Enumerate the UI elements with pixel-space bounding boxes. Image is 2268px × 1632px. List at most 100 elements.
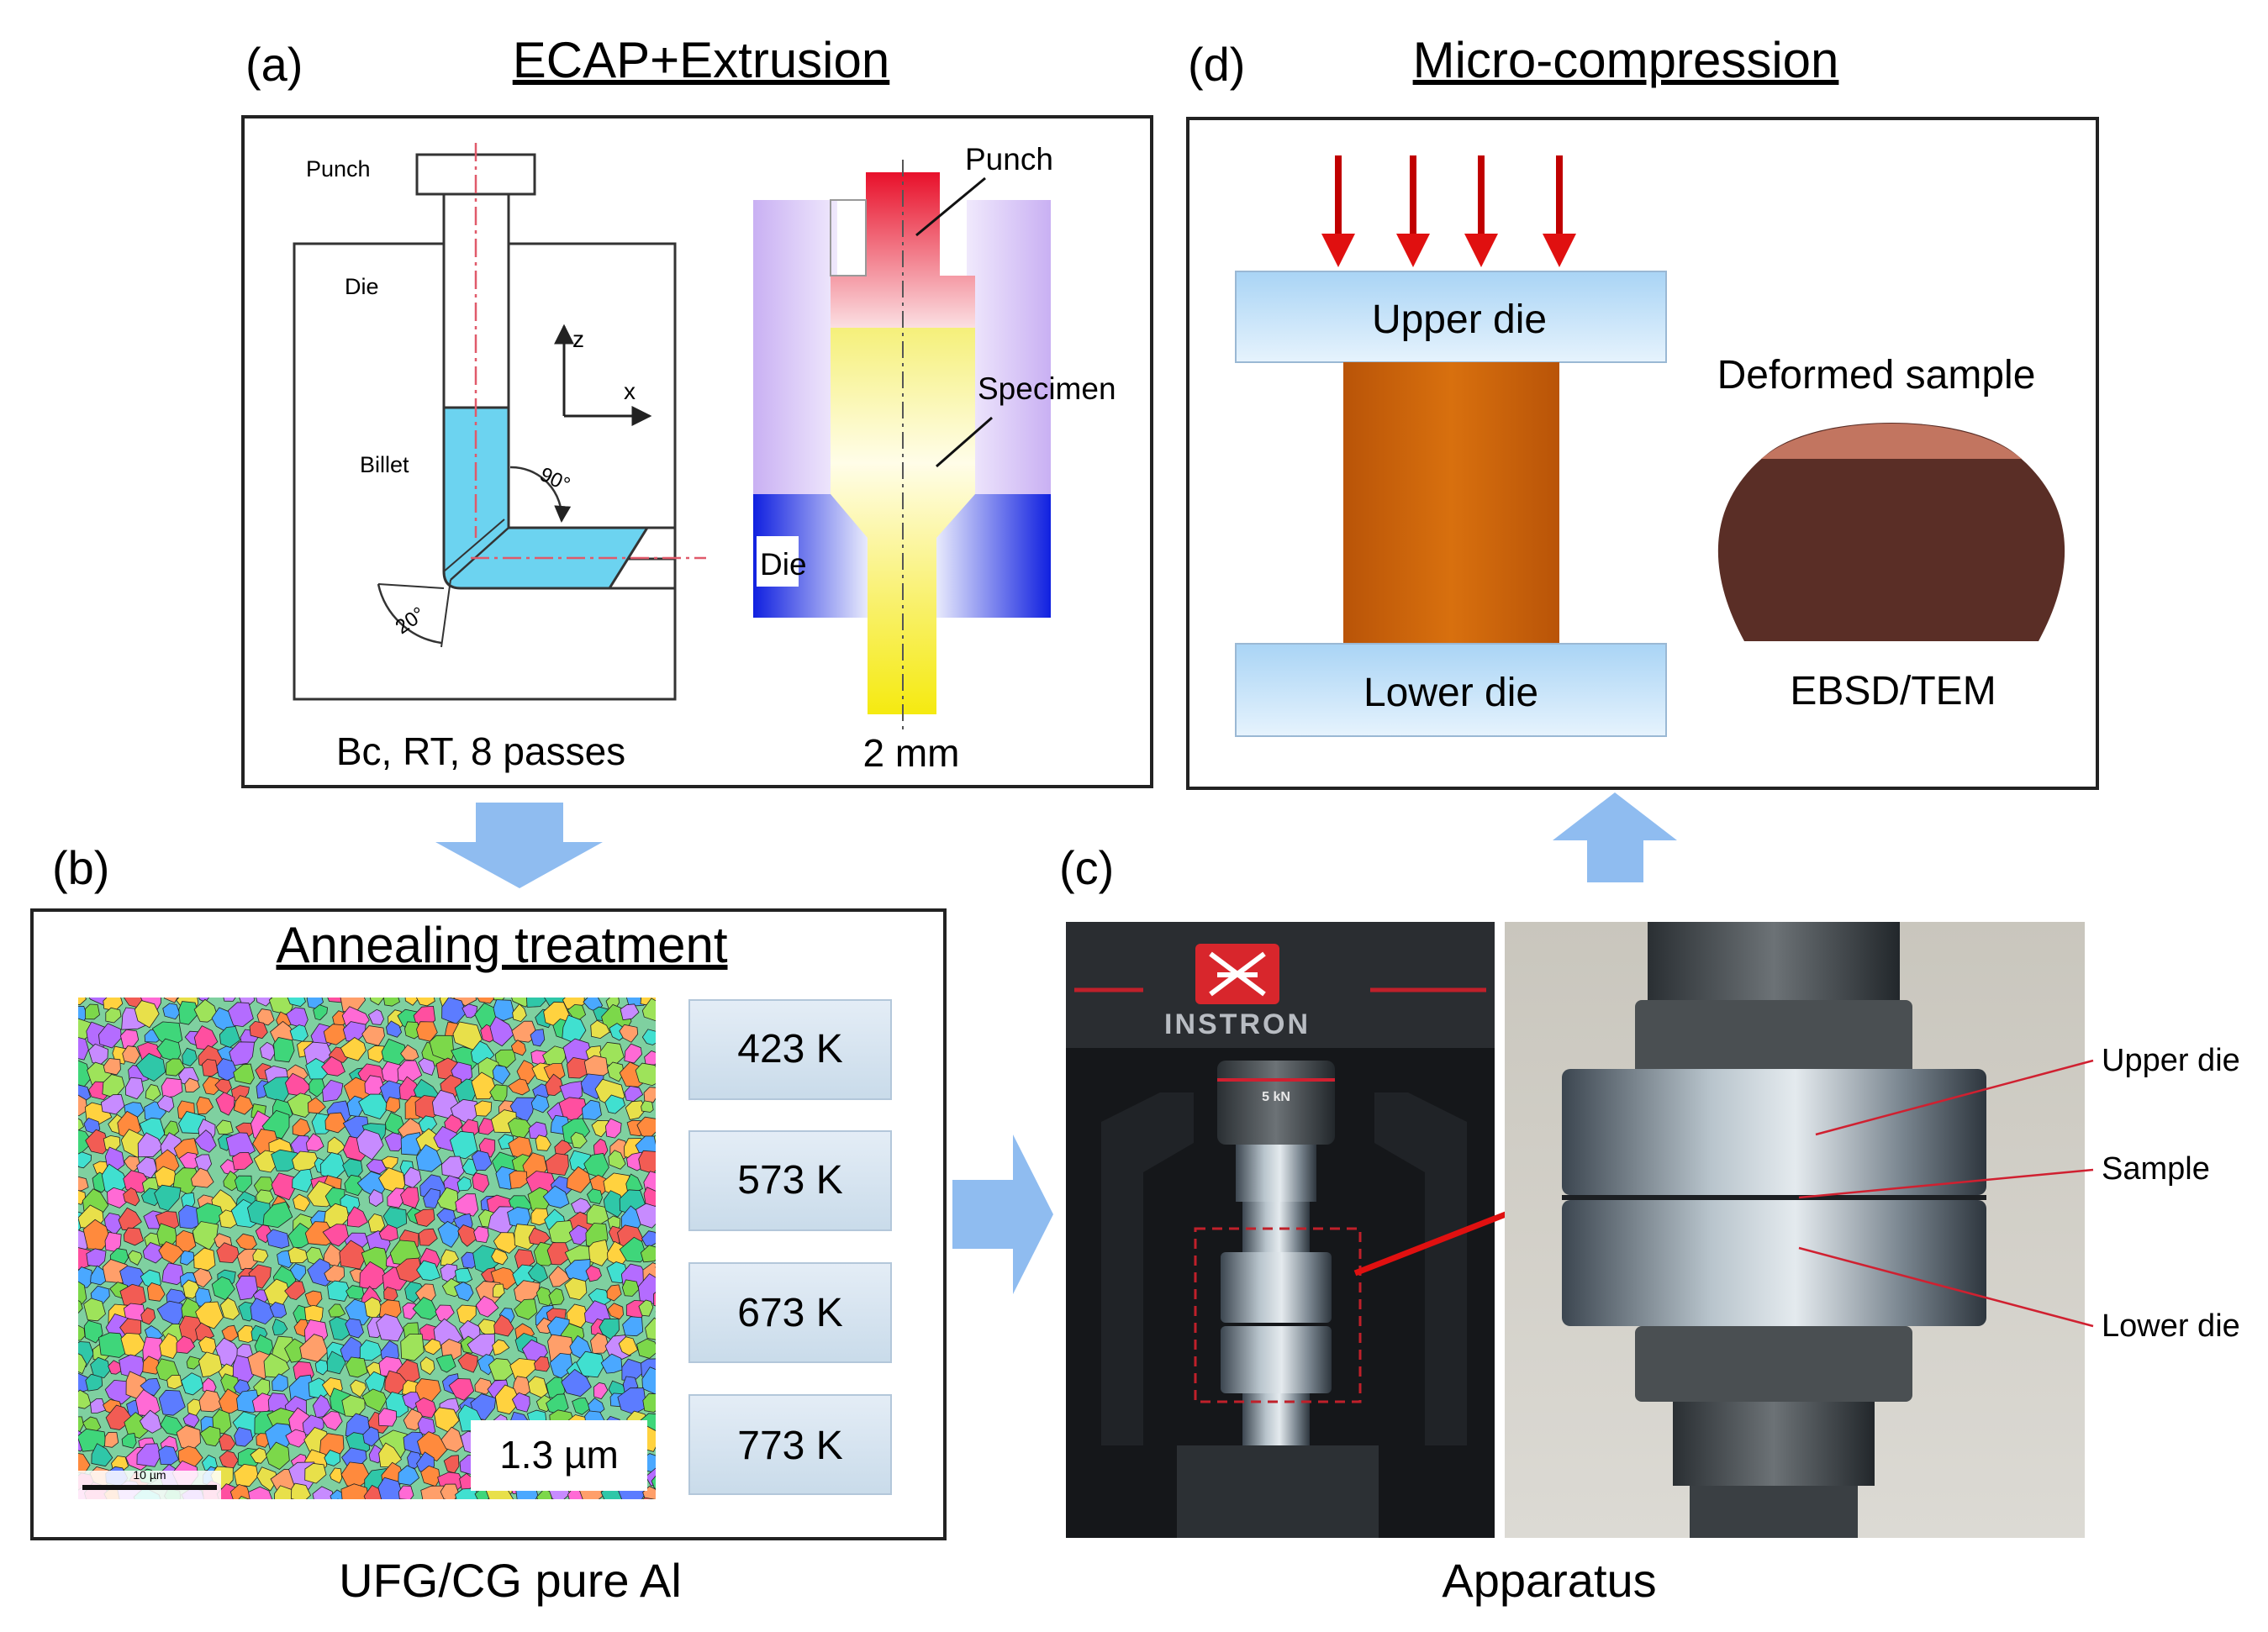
ebsd-grain [78, 1118, 85, 1131]
ebsd-grain [419, 1356, 435, 1376]
ebsd-grain [78, 1190, 86, 1205]
ebsd-grain [665, 1082, 686, 1102]
extrusion-punch-leader [915, 176, 986, 237]
ebsd-grain [572, 1509, 590, 1525]
ebsd-grain [457, 1224, 478, 1247]
ebsd-grain [198, 1351, 223, 1377]
ebsd-grain [74, 1501, 92, 1524]
ebsd-grain [123, 1227, 145, 1246]
ebsd-grain [184, 1077, 200, 1092]
ebsd-grain [403, 1021, 422, 1040]
ebsd-grain [665, 1103, 682, 1118]
ebsd-grain [135, 1053, 166, 1082]
ebsd-grain [636, 1203, 656, 1229]
ebsd-grain [474, 1100, 493, 1117]
ebsd-grain [161, 1077, 183, 1098]
ebsd-grain [657, 1435, 678, 1453]
ebsd-grain [653, 1135, 656, 1145]
ebsd-grain [423, 1187, 441, 1209]
ebsd-grain [367, 1213, 386, 1233]
ebsd-grain [137, 1132, 164, 1158]
arrow-b-to-c [952, 1135, 1053, 1294]
ebsd-grain [85, 1129, 110, 1155]
ebsd-grain [509, 1170, 528, 1189]
ebsd-grain [586, 1188, 603, 1204]
ebsd-grain [359, 1261, 388, 1290]
ebsd-grain [367, 1045, 387, 1063]
ebsd-grain [215, 1119, 234, 1135]
ebsd-grain [78, 1037, 89, 1061]
arrow-c-to-d [1553, 792, 1677, 882]
ebsd-grain [591, 1119, 609, 1138]
ebsd-grain [250, 1298, 277, 1325]
ebsd-grain [398, 1465, 420, 1486]
ebsd-grain [252, 1248, 269, 1263]
ebsd-grain [320, 1056, 345, 1077]
ebsd-grain [248, 1486, 273, 1499]
ebsd-grain [657, 991, 679, 1012]
ebsd-grain [570, 1131, 588, 1149]
temp-box [688, 1394, 892, 1495]
temp-box [688, 1130, 892, 1231]
ebsd-grain [340, 1037, 367, 1061]
ebsd-grain [162, 1003, 181, 1020]
ebsd-grain [625, 1100, 646, 1120]
ebsd-grain [561, 1368, 592, 1398]
ebsd-grain [475, 1295, 499, 1318]
ebsd-grain [287, 1246, 309, 1264]
ebsd-grain [527, 1262, 549, 1283]
ebsd-grain [307, 1258, 334, 1287]
ebsd-grain [608, 1150, 626, 1170]
ebsd-grain [641, 998, 656, 1022]
sample-leader [1798, 1168, 2094, 1199]
ebsd-grain [292, 1502, 311, 1524]
ebsd-grain [223, 1170, 240, 1192]
ebsd-grain [78, 1300, 83, 1314]
ebsd-grain [530, 1508, 554, 1530]
ebsd-grain [193, 998, 219, 1023]
ebsd-grain [256, 998, 272, 1007]
ebsd-grain [568, 1224, 590, 1245]
ebsd-grain [377, 1408, 398, 1427]
angle-20-arc [377, 583, 442, 645]
ecap-schematic: z x 90° 20° Punch Die Billet Bc, RT, 8 p… [293, 143, 706, 773]
ebsd-grain [607, 1303, 624, 1320]
ebsd-grain [548, 1287, 565, 1306]
ebsd-grain [659, 1350, 683, 1375]
ebsd-grain [636, 1338, 656, 1359]
ebsd-grain [314, 1359, 329, 1376]
ebsd-grain [624, 1043, 643, 1064]
ebsd-grain [492, 1339, 510, 1356]
extrusion-die-left-lower [753, 494, 868, 618]
ebsd-grain [140, 1307, 156, 1325]
ebsd-grain [119, 1029, 140, 1050]
ebsd-grain [456, 1176, 472, 1192]
ebsd-grain [477, 998, 496, 1004]
ebsd-grain [142, 1242, 164, 1264]
ebsd-grain [604, 1118, 622, 1139]
ebsd-grain [198, 1389, 224, 1413]
ebsd-grain [268, 998, 293, 1016]
ecap-shear-line [450, 527, 509, 581]
temp-label: 773 K [737, 1424, 842, 1468]
ebsd-grain [158, 1389, 186, 1416]
adapter-upper-2 [1242, 1202, 1310, 1252]
ebsd-grain [418, 1057, 435, 1077]
ebsd-grain [525, 998, 550, 1008]
ebsd-grain [662, 1025, 683, 1049]
ebsd-grain [266, 1441, 290, 1470]
ebsd-grain [361, 1388, 388, 1413]
ebsd-grain [121, 1433, 137, 1449]
ebsd-grain [229, 1483, 252, 1499]
temp-box [688, 999, 892, 1100]
ebsd-grain [145, 1084, 161, 1102]
ebsd-grain [416, 1260, 441, 1282]
ebsd-grain [90, 1503, 111, 1526]
ebsd-grain [235, 1275, 258, 1301]
ebsd-scalebar-label: 10 µm [133, 1468, 166, 1482]
ebsd-grain [404, 1281, 425, 1303]
instron-logo-mark [1209, 951, 1266, 997]
lower-die-label: Lower die [1363, 671, 1538, 715]
extrusion-specimen [831, 328, 975, 714]
